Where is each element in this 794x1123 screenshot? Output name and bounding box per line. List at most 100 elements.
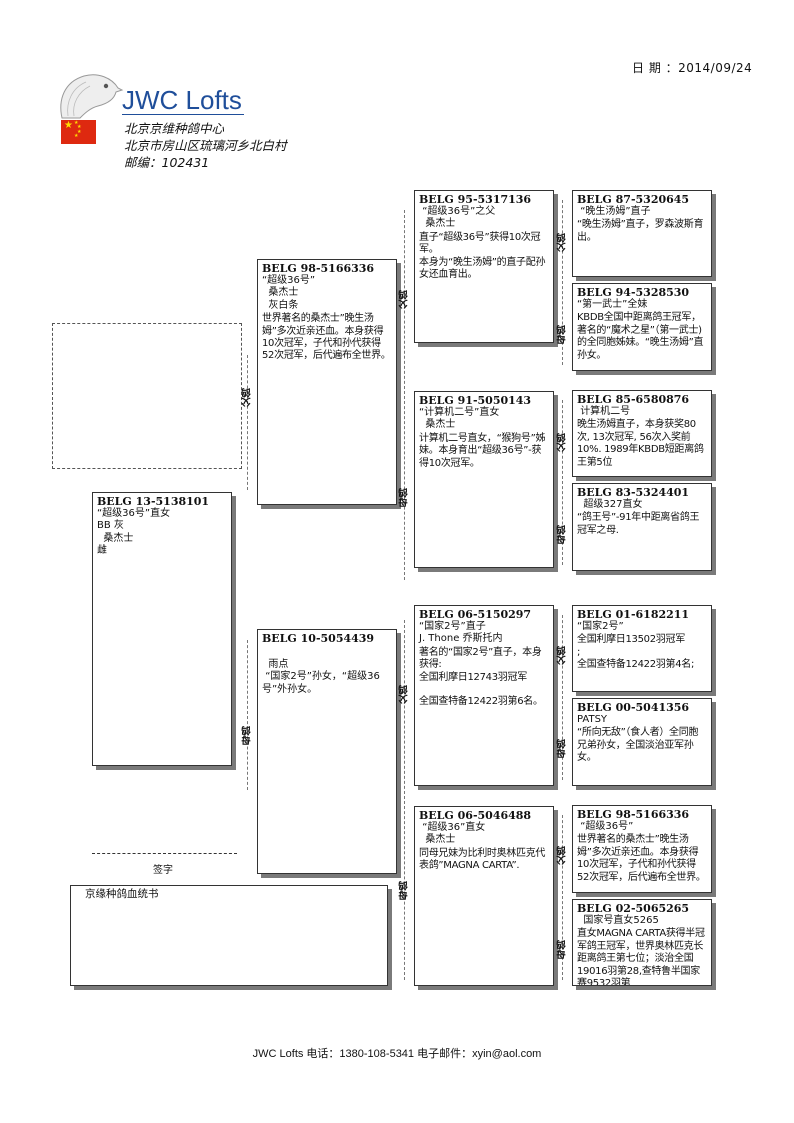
- connector-line: [562, 200, 563, 365]
- ring-id: BELG 98-5166336: [577, 808, 690, 821]
- pedigree-description: “所向无敌”（食人者）全同胞兄弟孙女，全国淡治亚军孙女。: [577, 727, 699, 764]
- grandparent-box: BELG 95-5317136 “超级36号”之父 桑杰士 直子“超级36号”获…: [414, 190, 554, 343]
- ring-id: BELG 06-5150297: [419, 608, 532, 621]
- great-grandparent-box: BELG 00-5041356 PATSY “所向无敌”（食人者）全同胞兄弟孙女…: [572, 698, 712, 786]
- mother-label: 母鸽: [557, 325, 568, 344]
- pedigree-description: 同母兄妹为比利时奥林匹克代表鸽”MAGNA CARTA”.: [419, 847, 546, 872]
- subject-line: 桑杰士: [97, 532, 134, 544]
- pedigree-description: 直女MAGNA CARTA获得半冠军鸽王冠军，世界奥林匹克长距离鸽王第七位；淡治…: [577, 928, 705, 986]
- pedigree-line: J. Thone 乔斯托内: [419, 633, 503, 645]
- address-block: 北京京维种鸽中心 北京市房山区琉璃河乡北白村 邮编：102431: [124, 120, 287, 171]
- subject-box: BELG 13-5138101 “超级36号”直女 BB 灰 桑杰士 雌: [92, 492, 232, 766]
- dam-ring-id: BELG 10-5054439: [262, 632, 375, 645]
- pedigree-description: 晚生汤姆直子，本身获奖80次, 13次冠军, 56次入奖前10%. 1989年K…: [577, 419, 704, 468]
- ring-id: BELG 00-5041356: [577, 701, 690, 714]
- ring-id: BELG 06-5046488: [419, 809, 532, 822]
- great-grandparent-box: BELG 87-5320645 “晚生汤姆”直子 “晚生汤姆”直子，罗森波斯育出…: [572, 190, 712, 277]
- photo-placeholder: [52, 323, 242, 469]
- sire-box: BELG 98-5166336 “超级36号” 桑杰士 灰白条 世界著名的桑杰士…: [257, 259, 397, 505]
- sire-line: 灰白条: [262, 299, 299, 311]
- subject-line: 雌: [97, 545, 107, 557]
- pedigree-line: 计算机二号: [577, 406, 631, 417]
- father-label: 父鸽: [557, 233, 568, 252]
- signature-label: 签字: [153, 865, 173, 876]
- ring-id: BELG 95-5317136: [419, 193, 532, 206]
- great-grandparent-box: BELG 85-6580876 计算机二号 晚生汤姆直子，本身获奖80次, 13…: [572, 390, 712, 477]
- address-line: 北京市房山区琉璃河乡北白村: [124, 138, 287, 153]
- father-label: 父鸽: [242, 388, 253, 407]
- mother-label: 母鸽: [557, 940, 568, 959]
- grandparent-box: BELG 06-5150297 “国家2号”直子 J. Thone 乔斯托内 著…: [414, 605, 554, 786]
- connector-line: [562, 400, 563, 565]
- pedigree-description: KBDB全国中距离鸽王冠军，著名的“魔术之星”（第一武士)的全同胞姊妹。“晚生汤…: [577, 312, 704, 361]
- mother-label: 母鸽: [557, 525, 568, 544]
- china-flag-icon: ★ ★ ★ ★ ★: [61, 120, 96, 144]
- pedigree-line: 桑杰士: [419, 218, 456, 230]
- connector-line: [247, 355, 248, 490]
- connector-line: [404, 210, 405, 580]
- sire-description: 世界著名的桑杰士”晚生汤姆”多次近亲还血。本身获得10次冠军，子代和孙代获得52…: [262, 313, 391, 362]
- great-grandparent-box: BELG 01-6182211 “国家2号” 全国利摩日13502羽冠军 ; 全…: [572, 605, 712, 692]
- subject-line: BB 灰: [97, 520, 124, 532]
- ring-id: BELG 01-6182211: [577, 608, 690, 621]
- father-label: 父鸽: [557, 846, 568, 865]
- pedigree-line: “超级36号”之父: [419, 206, 496, 217]
- sire-line: “超级36号”: [262, 275, 316, 286]
- address-line: 北京京维种鸽中心: [124, 121, 225, 136]
- pedigree-description: 直子“超级36号”获得10次冠军。 本身为“晚生汤姆”的直子配孙女还血育出。: [419, 231, 546, 281]
- pedigree-description: 著名的“国家2号”直子，本身获得: 全国利摩日12743羽冠军 全国查特备124…: [419, 646, 543, 708]
- dam-box: BELG 10-5054439 雨点 “国家2号”孙女，“超级36号”外孙女。: [257, 629, 397, 874]
- pedigree-line: “计算机二号”直女: [419, 407, 500, 418]
- sire-line: 桑杰士: [262, 287, 299, 299]
- pedigree-line: “晚生汤姆”直子: [577, 206, 651, 217]
- father-label: 父鸽: [399, 290, 410, 309]
- ring-id: BELG 85-6580876: [577, 393, 690, 406]
- great-grandparent-box: BELG 83-5324401 超级327直女 “鸽王号”-91年中距离省鸽王冠…: [572, 483, 712, 571]
- address-line: 邮编：102431: [124, 155, 210, 170]
- connector-line: [562, 615, 563, 780]
- pedigree-description: “鸽王号”-91年中距离省鸽王冠军之母.: [577, 512, 700, 536]
- certificate-title: 京缘种鸽血统书: [85, 888, 159, 900]
- father-label: 父鸽: [557, 646, 568, 665]
- pedigree-line: “超级36”直女: [419, 822, 486, 833]
- ring-id: BELG 83-5324401: [577, 486, 690, 499]
- pigeon-logo-icon: [60, 74, 124, 119]
- pedigree-line: “国家2号”: [577, 621, 624, 632]
- mother-label: 母鸽: [557, 739, 568, 758]
- footer-contact: JWC Lofts 电话：1380-108-5341 电子邮件：xyin@aol…: [252, 1048, 542, 1060]
- grandparent-box: BELG 91-5050143 “计算机二号”直女 桑杰士 计算机二号直女，“猴…: [414, 391, 554, 568]
- mother-label: 母鸽: [399, 488, 410, 507]
- great-grandparent-box: BELG 02-5065265 国家号直女5265 直女MAGNA CARTA获…: [572, 899, 712, 986]
- father-label: 父鸽: [557, 433, 568, 452]
- signature-line: [92, 853, 237, 854]
- pedigree-line: 超级327直女: [577, 499, 643, 510]
- great-grandparent-box: BELG 94-5328530 “第一武士”全妹 KBDB全国中距离鸽王冠军，著…: [572, 283, 712, 371]
- dam-line: “国家2号”孙女，“超级36号”外孙女。: [262, 671, 380, 695]
- mother-label: 母鸽: [399, 881, 410, 900]
- pedigree-description: 全国利摩日13502羽冠军 ; 全国查特备12422羽第4名;: [577, 634, 695, 671]
- connector-line: [404, 620, 405, 980]
- pedigree-date: 日 期 ：2014/09/24: [632, 61, 753, 75]
- connector-line: [247, 640, 248, 790]
- pedigree-line: 桑杰士: [419, 419, 456, 431]
- pedigree-line: “国家2号”直子: [419, 621, 486, 632]
- great-grandparent-box: BELG 98-5166336 “超级36号” 世界著名的桑杰士”晚生汤姆”多次…: [572, 805, 712, 893]
- subject-ring-id: BELG 13-5138101: [97, 495, 210, 508]
- ring-id: BELG 02-5065265: [577, 902, 690, 915]
- ring-id: BELG 94-5328530: [577, 286, 690, 299]
- dam-line: 雨点: [262, 659, 289, 670]
- pedigree-line: PATSY: [577, 714, 608, 725]
- brand-name: JWC Lofts: [122, 85, 244, 115]
- mother-label: 母鸽: [242, 726, 253, 745]
- ring-id: BELG 87-5320645: [577, 193, 690, 206]
- pedigree-line: 国家号直女5265: [577, 915, 659, 926]
- sire-ring-id: BELG 98-5166336: [262, 262, 375, 275]
- pedigree-description: 计算机二号直女，“猴狗号”姊妹。本身育出“超级36号”-获得10次冠军。: [419, 432, 546, 469]
- pedigree-line: 桑杰士: [419, 834, 456, 846]
- pedigree-description: “晚生汤姆”直子，罗森波斯育出。: [577, 219, 704, 243]
- pedigree-line: “第一武士”全妹: [577, 299, 648, 310]
- connector-line: [562, 815, 563, 980]
- ring-id: BELG 91-5050143: [419, 394, 532, 407]
- pedigree-description: 世界著名的桑杰士”晚生汤姆”多次近亲还血。本身获得10次冠军，子代和孙代获得52…: [577, 834, 706, 883]
- grandparent-box: BELG 06-5046488 “超级36”直女 桑杰士 同母兄妹为比利时奥林匹…: [414, 806, 554, 986]
